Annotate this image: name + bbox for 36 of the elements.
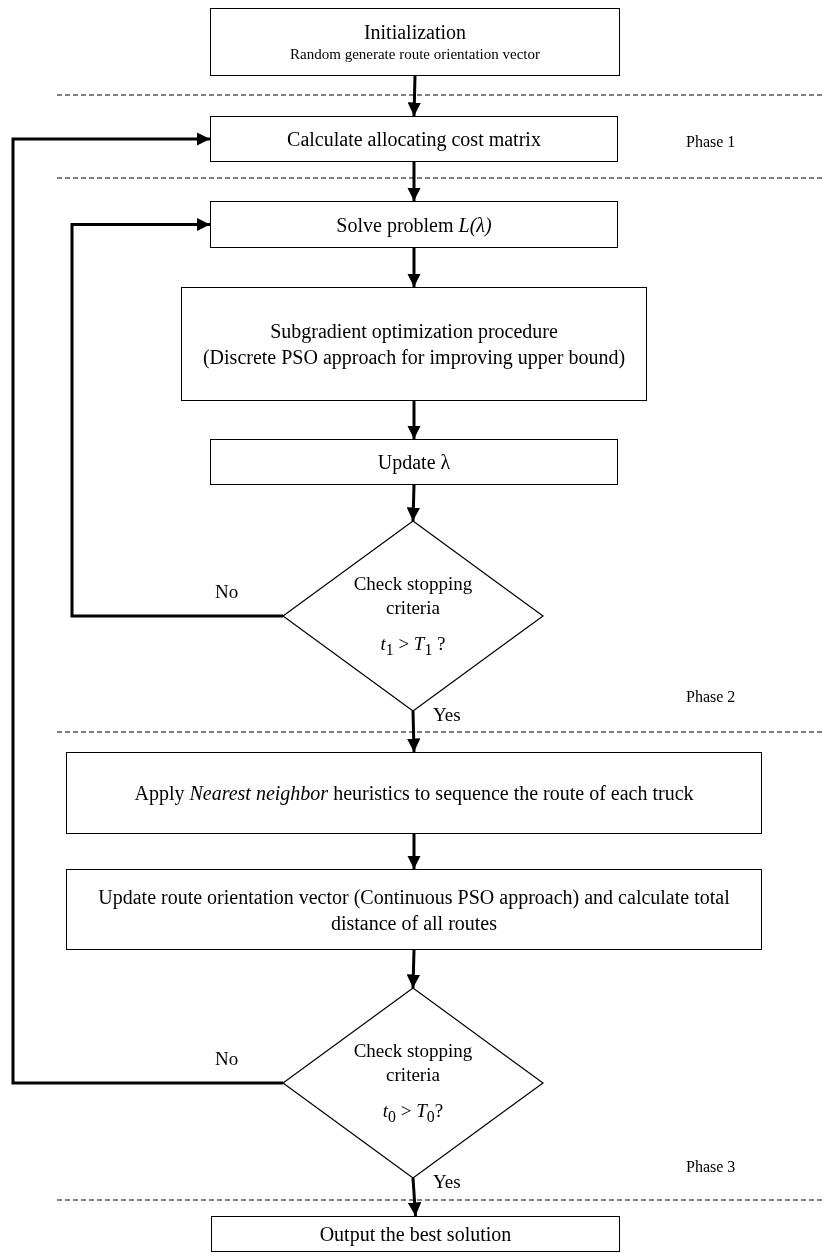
process-box bbox=[210, 439, 618, 485]
box-heading: Check stopping criteria bbox=[352, 572, 474, 620]
box-heading: Subgradient optimization procedure bbox=[270, 319, 558, 344]
box-text: Apply Nearest neighbor heuristics to sequence the route of each truck bbox=[134, 781, 694, 806]
process-box bbox=[66, 752, 762, 834]
phase-label: Phase 1 bbox=[686, 133, 736, 151]
phase-label: Phase 3 bbox=[686, 1158, 736, 1176]
box-heading: Initialization bbox=[363, 20, 467, 46]
box-text: Calculate allocating cost matrix bbox=[287, 127, 541, 152]
process-box bbox=[181, 287, 647, 401]
box-text: t$_{1}$ > T$_{1}$ ? bbox=[380, 631, 446, 660]
arrow bbox=[407, 834, 421, 869]
process-box bbox=[210, 201, 618, 248]
arrow bbox=[407, 162, 421, 201]
arrow bbox=[11, 132, 283, 1085]
process-box bbox=[210, 116, 618, 162]
box-text: Solve problem L(λ) bbox=[336, 212, 492, 238]
arrow bbox=[407, 1177, 422, 1217]
arrow bbox=[70, 217, 283, 618]
arrow bbox=[407, 248, 421, 287]
process-box bbox=[211, 1216, 620, 1252]
arrow bbox=[406, 710, 421, 753]
box-text: Update route orientation vector (Continuous PSO approach) and calculate total distance of all routes bbox=[97, 884, 731, 936]
box-text: Update λ bbox=[377, 450, 451, 475]
process-box bbox=[66, 869, 762, 950]
phase-label: Phase 2 bbox=[686, 688, 736, 706]
box-text: Random generate route orientation vector bbox=[290, 45, 540, 65]
arrow bbox=[406, 949, 421, 989]
box-text: Output the best solution bbox=[319, 1222, 512, 1247]
arrow bbox=[406, 484, 421, 522]
process-box bbox=[210, 8, 620, 76]
arrow bbox=[407, 75, 422, 117]
box-heading: Check stopping criteria bbox=[352, 1039, 474, 1087]
arrow bbox=[407, 401, 421, 439]
box-text: (Discrete PSO approach for improving upper bound) bbox=[202, 345, 626, 370]
box-text: t$_{0}$ > T$_{0}$? bbox=[382, 1098, 444, 1127]
